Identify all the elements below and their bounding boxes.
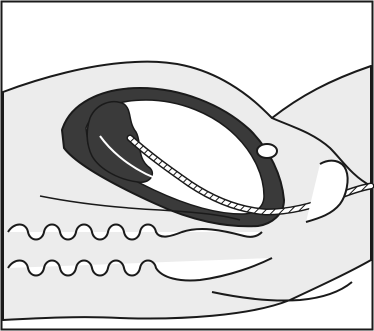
cervix-opening: [257, 144, 277, 158]
